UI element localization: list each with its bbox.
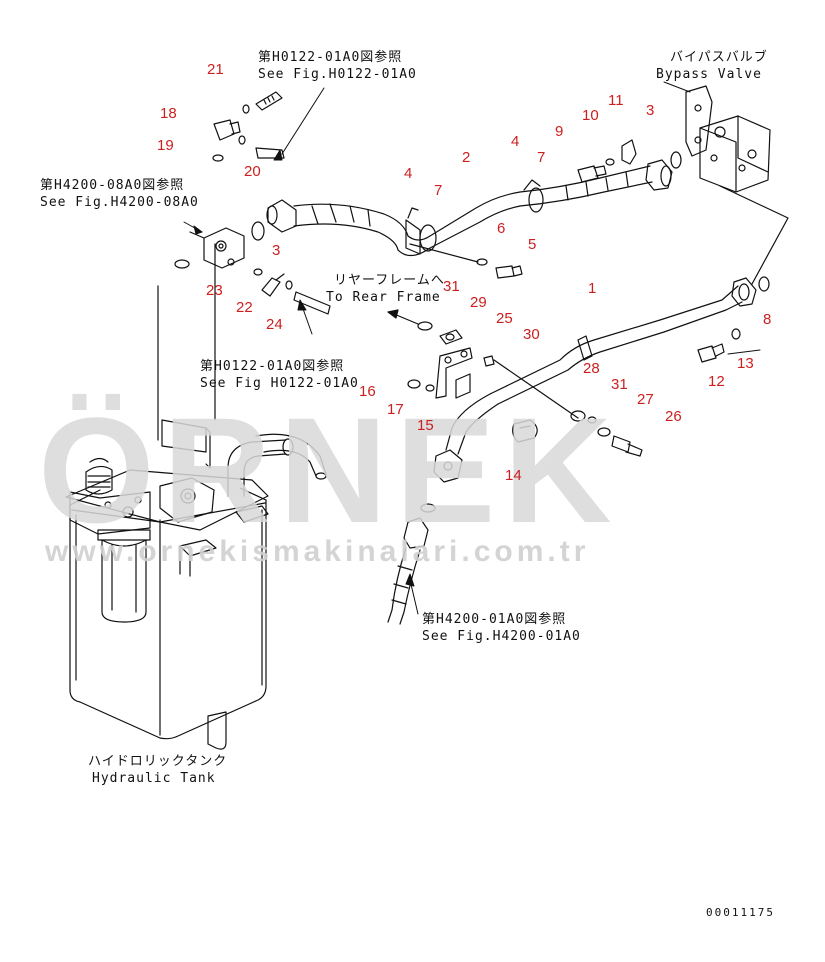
part-number-17: 17 <box>387 401 404 418</box>
part-number-4-right: 4 <box>511 133 520 150</box>
part-number-3-right: 3 <box>646 102 655 119</box>
ref-h0122-top-en: See Fig.H0122-01A0 <box>258 67 417 82</box>
part-number-29: 29 <box>470 294 487 311</box>
part-number-11: 11 <box>608 92 624 109</box>
part-number-14: 14 <box>505 467 522 484</box>
part-number-6: 6 <box>497 220 506 237</box>
lower-pipe <box>420 277 757 513</box>
part-number-21: 21 <box>207 61 224 78</box>
bracket-group <box>387 309 643 457</box>
hydraulic-tank-jp: ハイドロリックタンク <box>88 754 228 769</box>
part-number-24: 24 <box>266 316 283 333</box>
part-number-18: 18 <box>160 105 177 122</box>
ref-h4200-01-en: See Fig.H4200-01A0 <box>422 629 581 644</box>
part-number-27: 27 <box>637 391 654 408</box>
part-number-12: 12 <box>708 373 725 390</box>
bypass-valve <box>685 85 771 193</box>
watermark-brand: ÖRNEK <box>38 386 620 554</box>
part-number-7-left: 7 <box>434 182 443 199</box>
part-number-8: 8 <box>763 311 772 328</box>
ref-h0122-mid-jp: 第H0122-01A0図参照 <box>200 359 345 374</box>
upper-hose <box>266 151 682 257</box>
bypass-valve-jp: バイパスバルブ <box>670 50 768 65</box>
bypass-leader <box>719 185 789 285</box>
part-number-4-left: 4 <box>404 165 413 182</box>
ref-h0122-top-jp: 第H0122-01A0図参照 <box>258 50 403 65</box>
part-number-10: 10 <box>582 107 599 124</box>
hydraulic-tank <box>65 419 327 750</box>
bolt-5 <box>409 243 523 279</box>
bolt-9-group <box>577 139 637 183</box>
part-number-13: 13 <box>737 355 754 372</box>
part-number-5: 5 <box>528 236 537 253</box>
part-number-28: 28 <box>583 360 600 377</box>
bolt-12-group <box>697 328 741 363</box>
part-number-30: 30 <box>523 326 540 343</box>
part-number-2: 2 <box>462 149 471 166</box>
part-number-16: 16 <box>359 383 376 400</box>
part-number-31-upper: 31 <box>443 278 460 295</box>
rear-frame-en: To Rear Frame <box>326 290 441 305</box>
part-number-3-left: 3 <box>272 242 281 259</box>
hydraulic-tank-en: Hydraulic Tank <box>92 771 216 786</box>
ref-h0122-mid-en: See Fig H0122-01A0 <box>200 376 359 391</box>
part-number-20: 20 <box>244 163 261 180</box>
o-ring-8 <box>758 276 770 292</box>
part-number-1: 1 <box>588 280 597 297</box>
rear-frame-jp: リヤーフレームへ <box>334 273 445 288</box>
watermark-site: www.ornekismakinalari.com.tr <box>45 535 590 568</box>
part-number-19: 19 <box>157 137 174 154</box>
part-number-15: 15 <box>417 417 434 434</box>
drawing-code: 00011175 <box>706 906 775 919</box>
leader-lines <box>183 81 761 615</box>
part-number-23: 23 <box>206 282 223 299</box>
part-number-9: 9 <box>555 123 564 140</box>
bypass-valve-en: Bypass Valve <box>656 67 762 82</box>
upper-left-fittings <box>174 91 331 315</box>
part-number-7-right: 7 <box>537 149 546 166</box>
part-number-25: 25 <box>496 310 513 327</box>
ref-h4200-08-en: See Fig.H4200-08A0 <box>40 195 199 210</box>
part-number-26: 26 <box>665 408 682 425</box>
ref-h4200-08-jp: 第H4200-08A0図参照 <box>40 178 185 193</box>
part-number-22: 22 <box>236 299 253 316</box>
ref-h4200-01-jp: 第H4200-01A0図参照 <box>422 612 567 627</box>
part-number-31-lower: 31 <box>611 376 628 393</box>
